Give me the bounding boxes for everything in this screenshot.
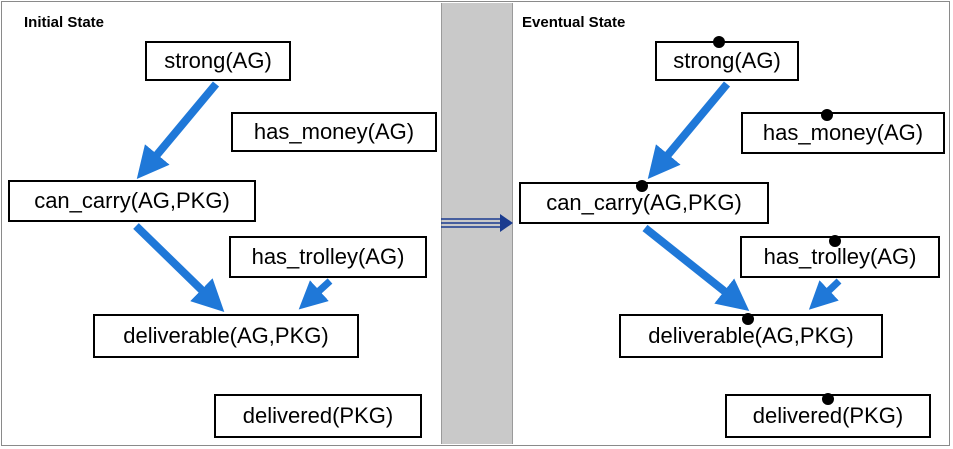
initial-state-title: Initial State xyxy=(24,14,105,31)
black-dot-icon xyxy=(829,235,841,247)
black-dot-icon xyxy=(636,180,648,192)
initial-node-deliverable: deliverable(AG,PKG) xyxy=(93,314,359,358)
initial-node-has-money: has_money(AG) xyxy=(231,112,437,152)
initial-node-has-trolley: has_trolley(AG) xyxy=(229,236,427,278)
eventual-state-title: Eventual State xyxy=(522,14,626,31)
black-dot-icon xyxy=(822,393,834,405)
arrow-strong-to-can-carry-eventual xyxy=(647,81,731,180)
initial-node-strong: strong(AG) xyxy=(145,41,291,81)
black-dot-icon xyxy=(821,109,833,121)
arrow-can-carry-to-deliverable-initial xyxy=(133,223,225,313)
black-dot-icon xyxy=(713,36,725,48)
arrow-has-trolley-to-deliverable-initial xyxy=(298,278,333,310)
initial-node-can-carry: can_carry(AG,PKG) xyxy=(8,180,256,222)
black-dot-icon xyxy=(742,313,754,325)
arrow-strong-to-can-carry-initial xyxy=(136,81,220,180)
arrow-can-carry-to-deliverable-eventual xyxy=(642,224,750,311)
arrow-has-trolley-to-deliverable-eventual xyxy=(808,278,842,310)
eventual-node-has-money: has_money(AG) xyxy=(741,112,945,154)
initial-node-delivered: delivered(PKG) xyxy=(214,394,422,438)
eventual-node-strong: strong(AG) xyxy=(655,41,799,81)
double-arrow-icon xyxy=(441,214,513,232)
eventual-node-has-trolley: has_trolley(AG) xyxy=(740,236,940,278)
